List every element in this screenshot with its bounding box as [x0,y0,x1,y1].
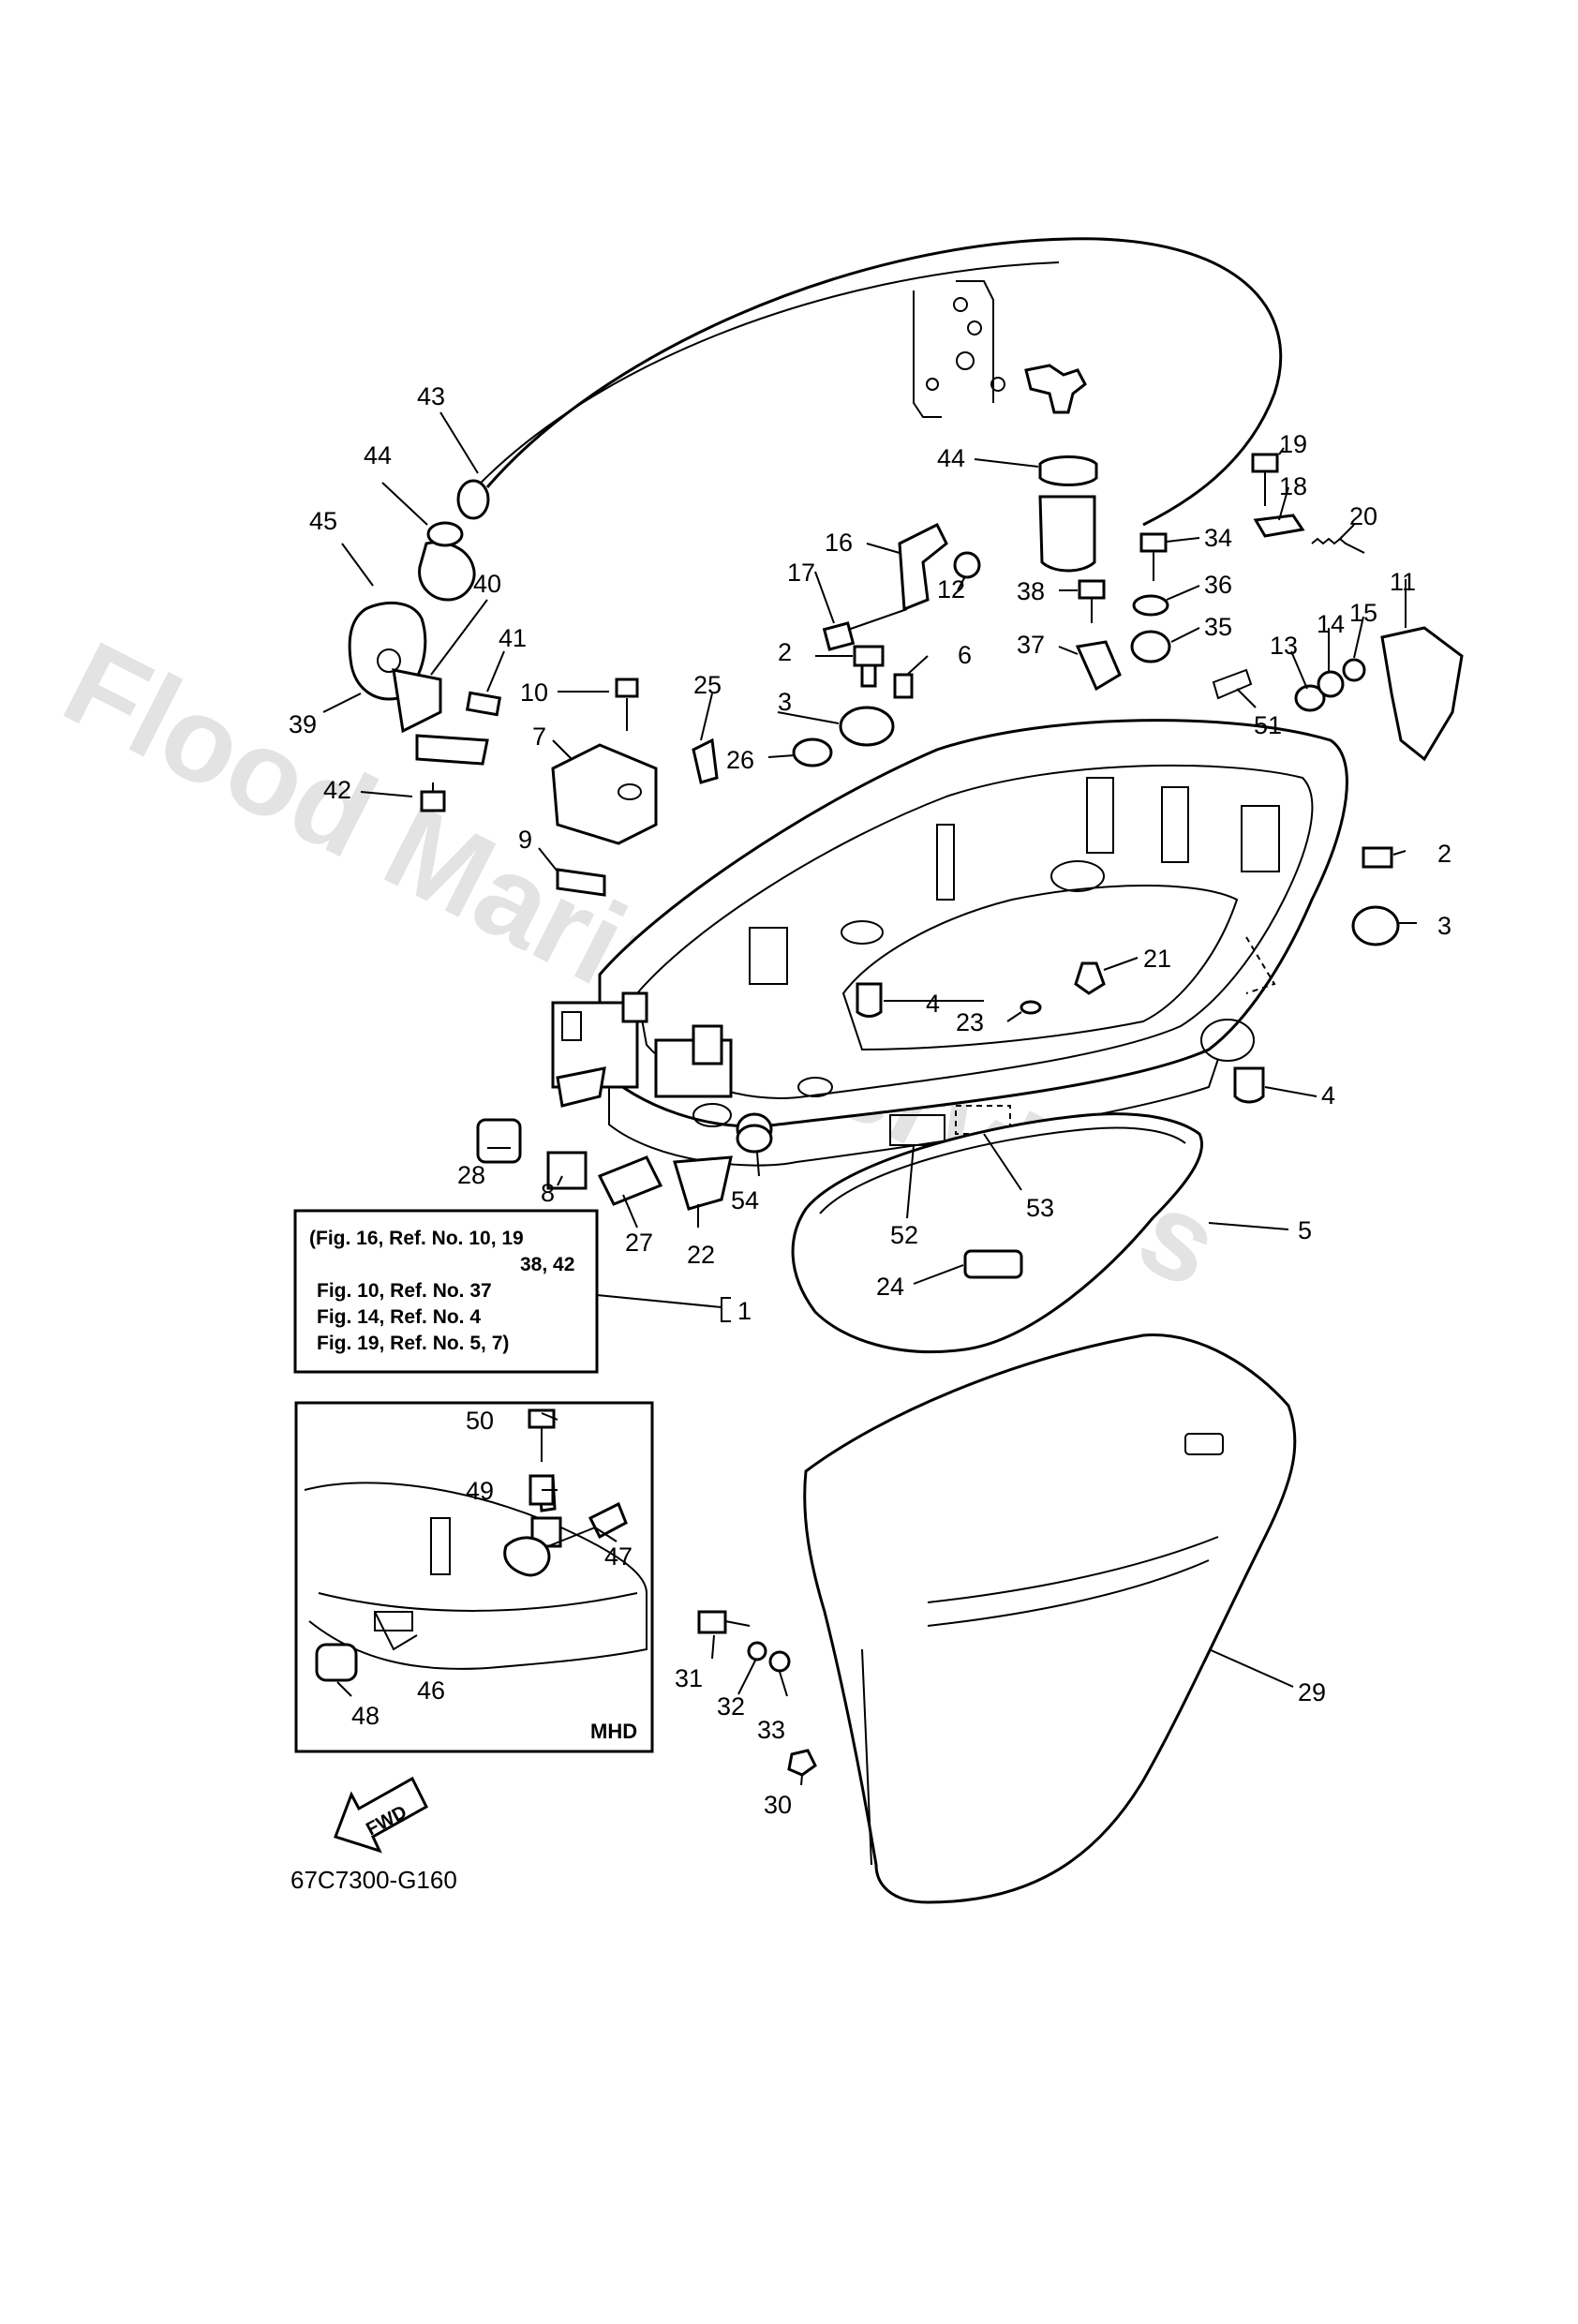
callout-25: 25 [693,671,722,699]
callout-39: 39 [289,710,317,738]
callout-35: 35 [1204,613,1232,641]
callout-27: 27 [625,1229,653,1257]
fwd-arrow: FWD [334,1776,428,1854]
callout-18: 18 [1279,472,1307,500]
callout-6: 6 [958,641,972,669]
callout-3-right: 3 [1437,912,1451,940]
callout-53: 53 [1026,1194,1054,1222]
reference-line-1: (Fig. 16, Ref. No. 10, 19 [309,1228,524,1249]
callout-36: 36 [1204,571,1232,599]
callout-44-upper: 44 [937,444,965,472]
callout-29: 29 [1298,1678,1326,1706]
callout-50: 50 [466,1407,494,1435]
callout-3-top: 3 [778,688,792,716]
callout-9: 9 [518,826,532,854]
callout-11: 11 [1390,568,1416,596]
callouts: 43 44 45 40 41 39 42 10 25 7 9 44 16 17 … [289,382,1451,1819]
callout-30: 30 [764,1791,792,1819]
reference-box: (Fig. 16, Ref. No. 10, 19 38, 42 Fig. 10… [293,1209,752,1374]
callout-20: 20 [1349,502,1377,530]
engine-bracket-sketch [913,280,1087,418]
parts-7-9-25 [551,737,719,897]
callout-21: 21 [1143,945,1171,973]
callout-17: 17 [787,559,815,587]
callout-4-inner: 4 [926,990,940,1018]
reference-line-3: Fig. 10, Ref. No. 37 [317,1280,492,1302]
callout-24: 24 [876,1273,904,1301]
gasket-5 [791,1112,1204,1354]
callout-8: 8 [541,1179,555,1207]
callout-26: 26 [726,746,754,774]
fasteners [420,453,1400,1104]
parts-11-16 [898,522,1464,762]
callout-51: 51 [1254,711,1282,739]
callout-40: 40 [473,570,501,598]
callout-2-top: 2 [778,638,792,666]
left-side-parts [551,991,773,1146]
leader-lines [322,411,1417,1786]
callout-31: 31 [675,1664,703,1692]
callout-41: 41 [499,624,527,652]
callout-23: 23 [956,1008,984,1036]
callout-38: 38 [1017,577,1045,605]
callout-28: 28 [457,1161,485,1189]
callout-4-right: 4 [1321,1081,1335,1110]
reference-line-2: 38, 42 [520,1254,574,1275]
lower-fasteners [697,1610,817,1777]
callout-10: 10 [520,678,548,707]
callout-45: 45 [309,507,337,535]
reference-line-4: Fig. 14, Ref. No. 4 [317,1306,481,1328]
callout-22: 22 [687,1241,715,1269]
reference-line-5: Fig. 19, Ref. No. 5, 7) [317,1333,509,1354]
callout-47: 47 [604,1542,633,1571]
lower-seals [476,1105,1011,1211]
callout-33: 33 [757,1716,785,1744]
callout-19: 19 [1279,430,1307,458]
callout-14: 14 [1317,610,1345,638]
callout-49: 49 [466,1477,494,1505]
callout-12: 12 [937,575,965,603]
callout-34: 34 [1204,524,1232,552]
callout-48: 48 [351,1702,380,1730]
reference-callout: 1 [737,1297,752,1325]
callout-7: 7 [532,723,546,751]
callout-54: 54 [731,1186,759,1214]
callout-52: 52 [890,1221,918,1249]
callout-5: 5 [1298,1216,1312,1244]
callout-2-right: 2 [1437,840,1451,868]
left-fittings [348,521,489,766]
callout-43: 43 [417,382,445,410]
mhd-label: MHD [590,1720,637,1743]
callout-13: 13 [1270,632,1298,660]
callout-32: 32 [717,1692,745,1721]
callout-46: 46 [417,1676,445,1705]
callout-42: 42 [323,776,351,804]
hose-clamp-44-upper [1038,455,1098,573]
hose-loop-43 [456,237,1283,527]
callout-37: 37 [1017,631,1045,659]
callout-15: 15 [1349,599,1377,627]
mhd-inset: MHD [294,1401,654,1753]
lower-casing-29 [803,1333,1297,1904]
callout-44-left: 44 [364,441,392,469]
callout-16: 16 [825,529,853,557]
drawing-code: 67C7300-G160 [290,1866,457,1894]
bottom-cowling-tray [598,719,1348,1167]
